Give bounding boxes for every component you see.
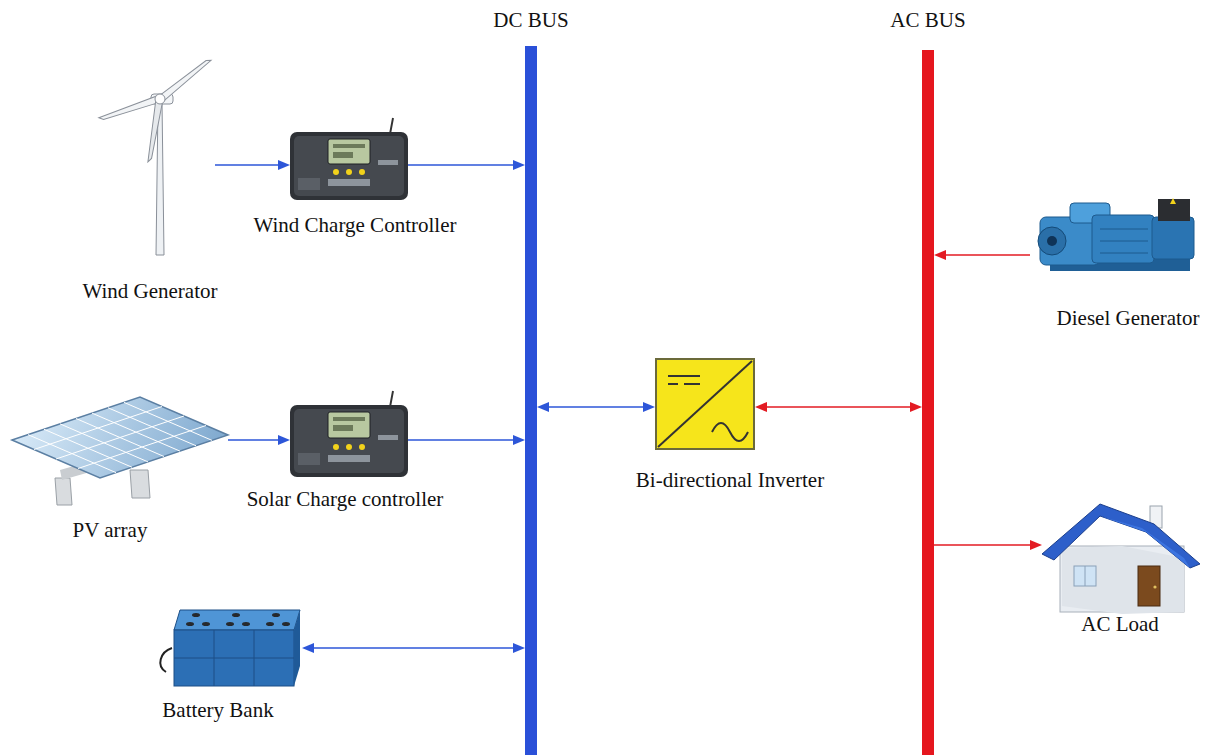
power-flow-arrow bbox=[215, 160, 290, 170]
power-flow-arrow bbox=[934, 540, 1042, 550]
component-label: AC BUS bbox=[890, 8, 965, 32]
component-label: PV array bbox=[73, 518, 148, 542]
component-label: Battery Bank bbox=[162, 698, 273, 722]
charge-controller: Solar Charge controller bbox=[290, 405, 408, 477]
power-flow-arrow bbox=[537, 402, 655, 412]
dc-bus-bar: DC BUS bbox=[525, 46, 537, 755]
power-flow-arrow bbox=[302, 643, 525, 653]
wind-turbine bbox=[98, 57, 213, 255]
component-label: Wind Charge Controller bbox=[254, 213, 457, 237]
inverter-box: Bi-directional Inverter bbox=[655, 358, 755, 450]
ac-bus-bar: AC BUS bbox=[922, 50, 934, 755]
component-label: Diesel Generator bbox=[1057, 306, 1200, 330]
charge-controller bbox=[290, 118, 408, 200]
battery-bank: Battery Bank bbox=[160, 600, 302, 688]
pv-panel bbox=[12, 397, 228, 505]
inverter-symbol bbox=[656, 359, 754, 449]
component-label: AC Load bbox=[1081, 612, 1159, 636]
diesel-generator: Diesel Generator bbox=[1030, 195, 1200, 287]
power-flow-arrow bbox=[755, 402, 922, 412]
component-label: DC BUS bbox=[493, 8, 568, 32]
battery-bank bbox=[160, 610, 300, 686]
power-flow-arrow bbox=[934, 250, 1030, 260]
charge-controller bbox=[290, 391, 408, 477]
diesel-generator bbox=[1038, 198, 1194, 271]
component-label: Solar Charge controller bbox=[247, 487, 444, 511]
wind-generator: Wind Generator bbox=[105, 58, 215, 255]
power-flow-arrow bbox=[408, 160, 525, 170]
charge-controller: Wind Charge Controller bbox=[290, 132, 408, 200]
component-label: Bi-directional Inverter bbox=[636, 468, 824, 492]
power-flow-arrow bbox=[228, 435, 290, 445]
component-label: Wind Generator bbox=[82, 279, 217, 303]
house-icon bbox=[1042, 504, 1200, 614]
power-flow-arrow bbox=[408, 435, 525, 445]
ac-load: AC Load bbox=[1042, 498, 1202, 616]
pv-array: PV array bbox=[12, 395, 228, 507]
